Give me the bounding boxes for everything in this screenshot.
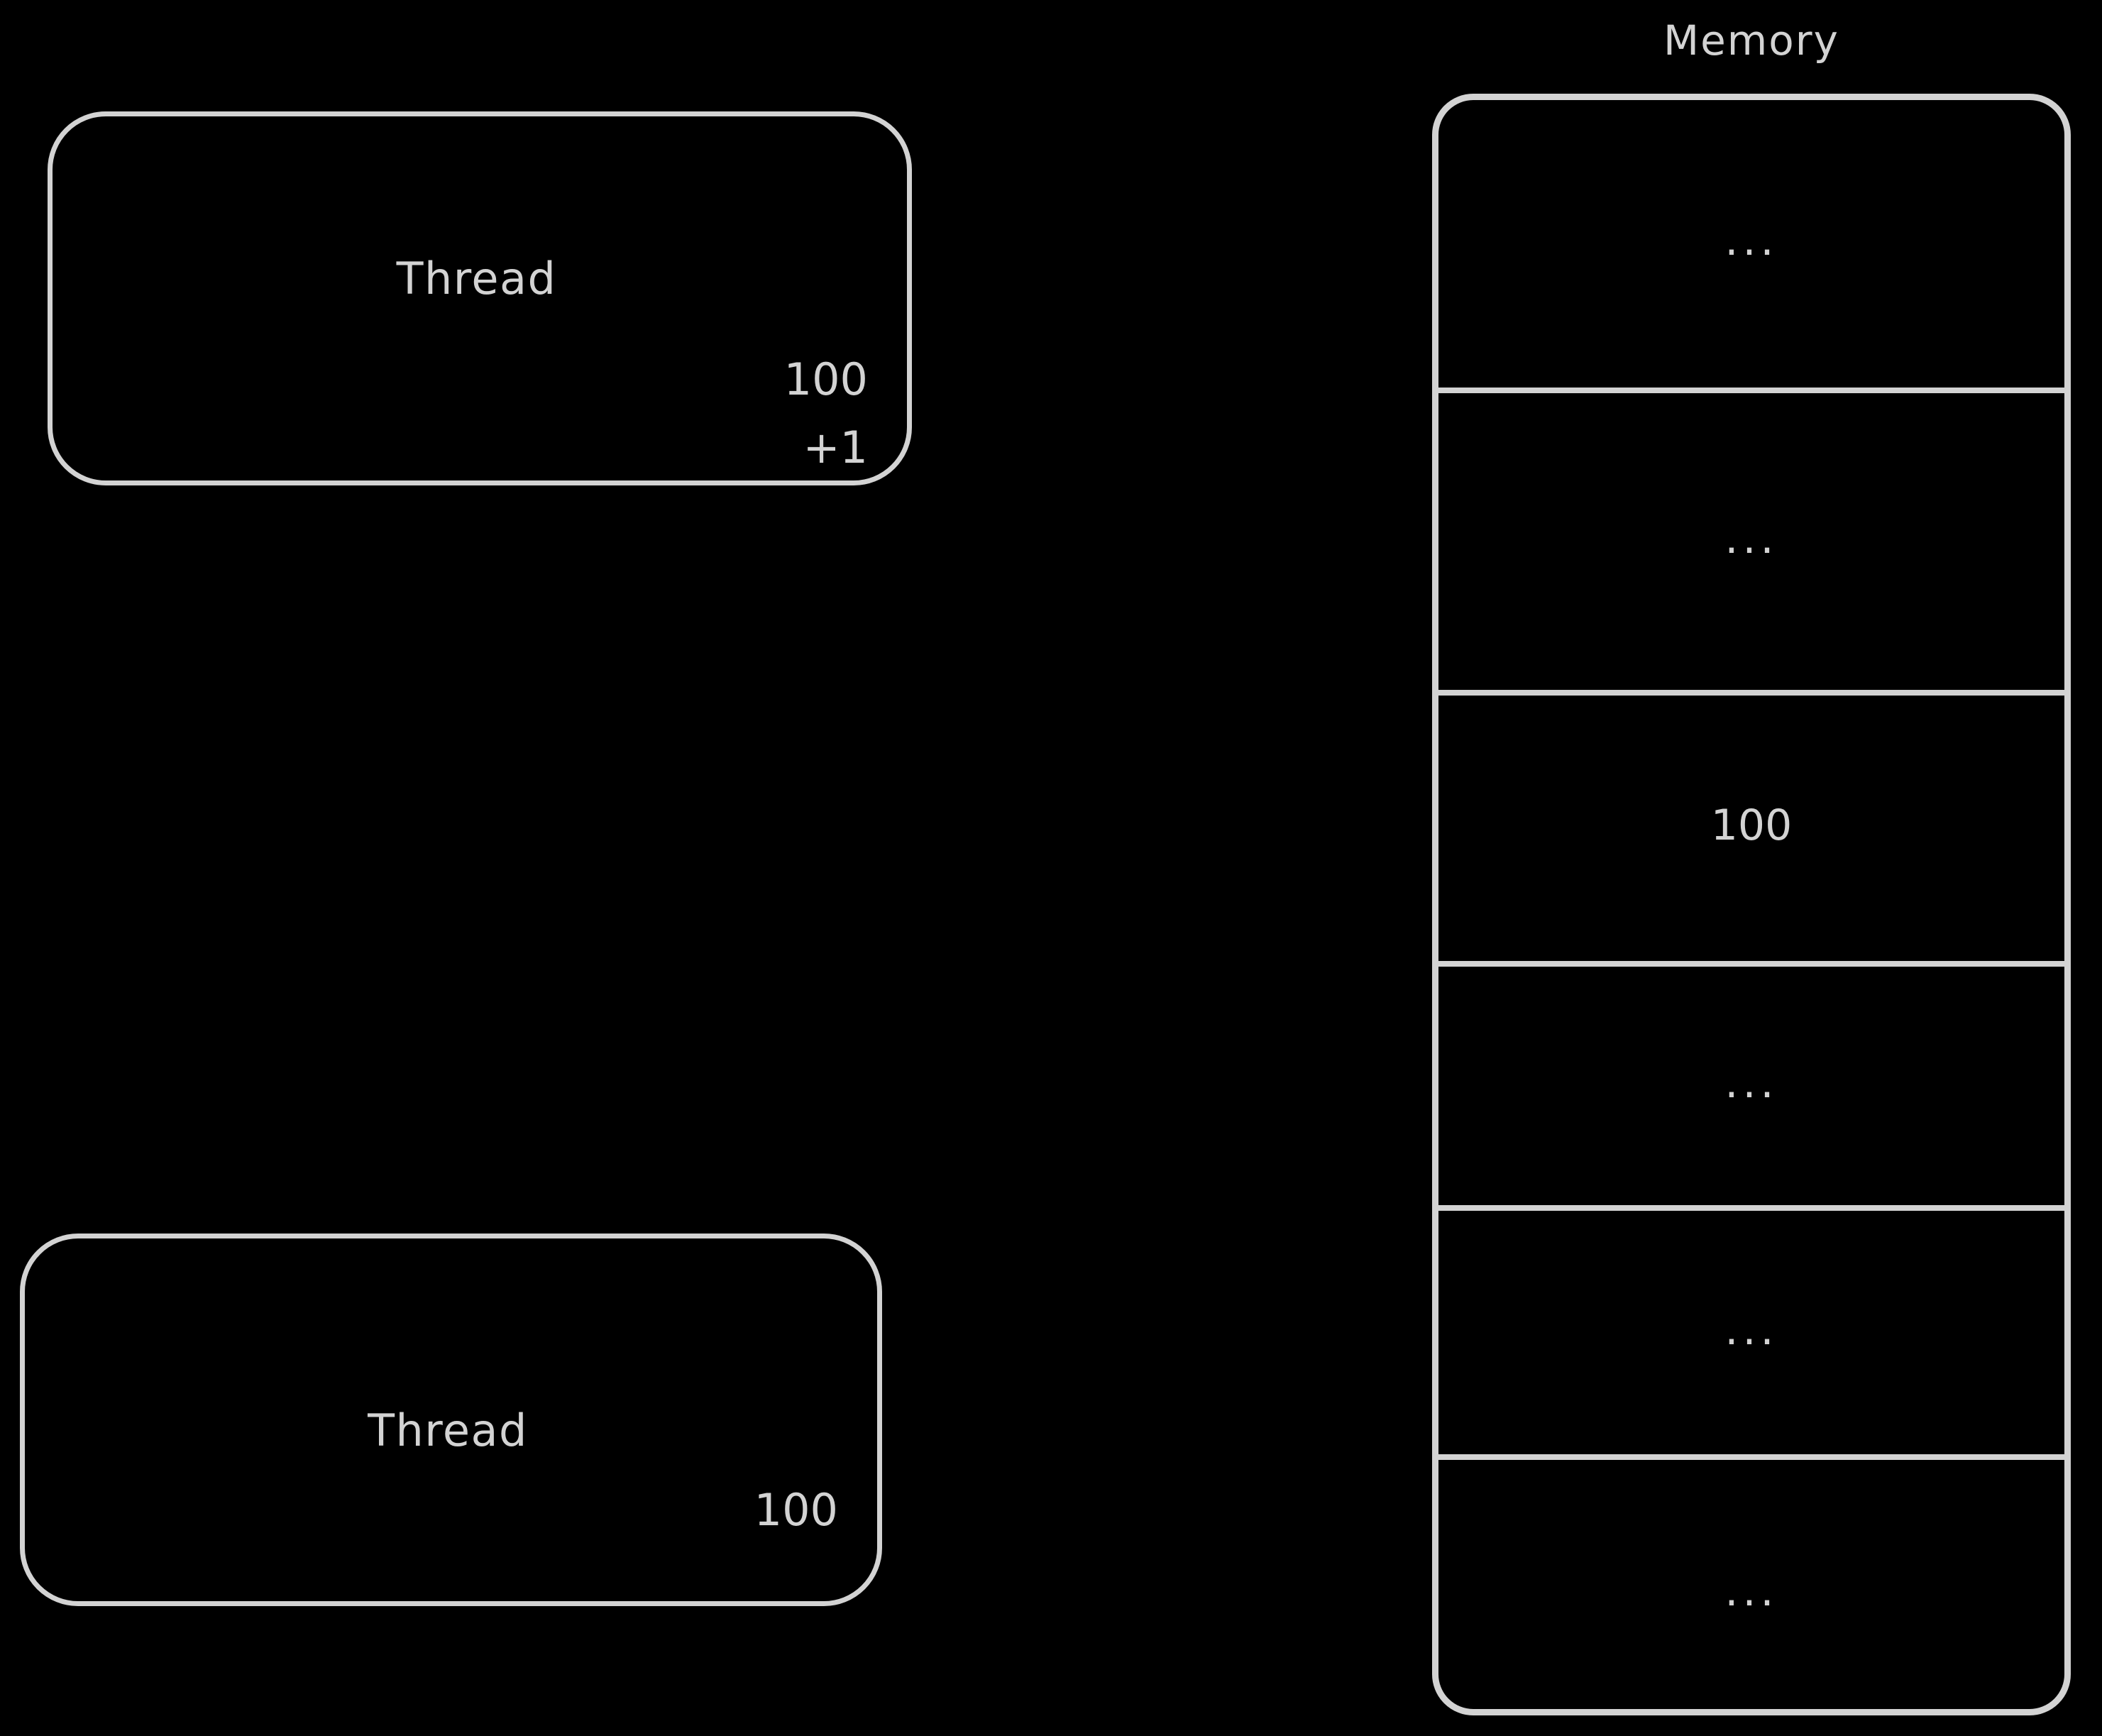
thread-title: Thread [368, 1405, 528, 1456]
memory-cell: ... [1438, 94, 2064, 388]
memory-cell-divider [1432, 1454, 2071, 1460]
memory-cell: ... [1438, 1454, 2064, 1728]
thread-box-top: Thread 100 +1 [48, 111, 912, 485]
thread-register-value: 100 [754, 1484, 838, 1536]
memory-cell-divider [1432, 690, 2071, 696]
memory-cell-value: ... [1724, 514, 1778, 564]
memory-cell-value: ... [1724, 216, 1778, 265]
memory-cell-value: 100 [1710, 801, 1793, 850]
memory-cell-divider [1432, 388, 2071, 393]
thread-title: Thread [396, 253, 557, 304]
memory-label: Memory [1663, 16, 1839, 65]
memory-column: ... ... 100 ... ... ... [1432, 94, 2071, 1715]
thread-box-bottom: Thread 100 [20, 1234, 882, 1606]
thread-register-value: 100 [783, 353, 868, 405]
memory-cell: ... [1438, 1205, 2064, 1454]
thread-increment-value: +1 [803, 422, 868, 473]
memory-cell-value: ... [1724, 1058, 1778, 1108]
memory-cell: ... [1438, 388, 2064, 690]
memory-cell-divider [1432, 1205, 2071, 1211]
memory-cell-value: ... [1724, 1566, 1778, 1616]
memory-cell-value: ... [1724, 1304, 1778, 1355]
memory-cell: 100 [1438, 690, 2064, 961]
memory-cell-divider [1432, 961, 2071, 967]
memory-cell: ... [1438, 961, 2064, 1205]
